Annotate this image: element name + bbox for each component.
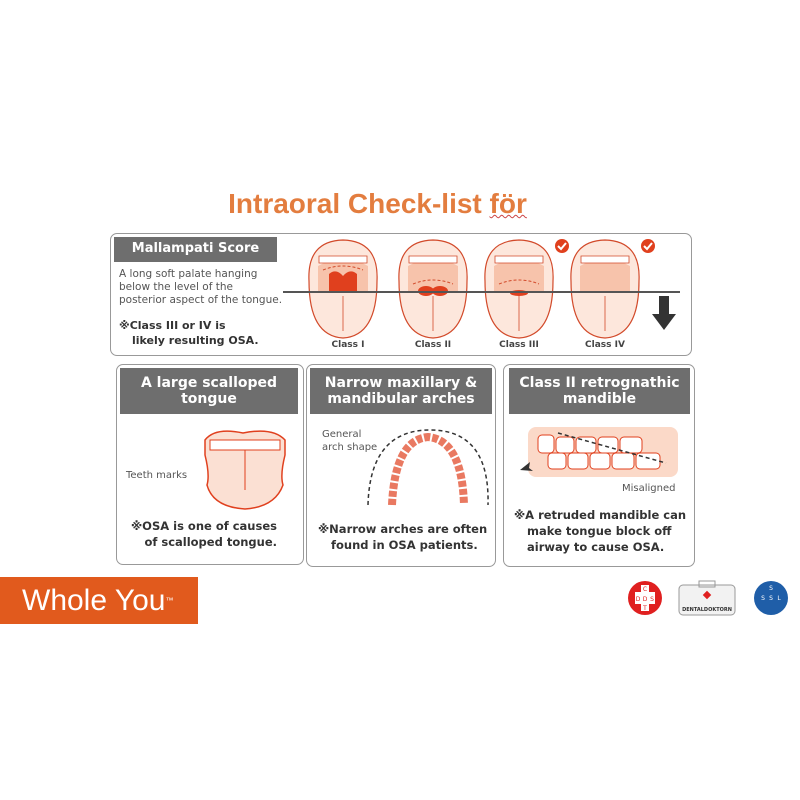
down-arrow-icon xyxy=(652,296,676,330)
badge-letter: S xyxy=(769,595,773,602)
badge-letter: C xyxy=(643,586,647,593)
class-label: Class I xyxy=(331,340,365,350)
page-title: Intraoral Check-list för xyxy=(228,188,527,219)
class-label: Class II xyxy=(414,340,452,350)
badge-letter: L xyxy=(777,595,781,602)
badge-letter: D xyxy=(636,596,641,603)
class-label: Class III xyxy=(499,340,539,350)
mouth-class-3 xyxy=(484,239,569,339)
mouth-class-1 xyxy=(308,239,378,339)
teeth-marks-callout: Teeth marks xyxy=(126,470,188,481)
mouth-class-4 xyxy=(570,239,655,339)
arrow-icon xyxy=(520,462,533,471)
arch-illustration xyxy=(367,429,489,506)
badge-letter: T xyxy=(642,605,647,612)
mallampati-header: Mallampati Score xyxy=(114,237,277,262)
dentaldoktorn-badge-icon: DENTALDOKTORN xyxy=(678,580,736,616)
badge-letter: D xyxy=(643,596,648,603)
cddst-badge-icon xyxy=(628,581,662,615)
misaligned-callout: Misaligned xyxy=(622,483,676,494)
scalloped-tongue-illustration xyxy=(204,430,286,510)
check-icon xyxy=(641,239,655,253)
jaw-illustration xyxy=(520,427,678,477)
arches-header: Narrow maxillary &mandibular arches xyxy=(310,368,492,414)
mallampati-illustration xyxy=(283,239,680,339)
badge-text: DENTALDOKTORN xyxy=(682,607,732,613)
badge-letter: S xyxy=(769,585,773,592)
mouth-class-2 xyxy=(398,239,468,339)
sssl-badge-icon xyxy=(754,581,788,615)
class-label: Class IV xyxy=(585,340,625,350)
badge-letter: S xyxy=(761,595,765,602)
badge-letter: S xyxy=(650,596,654,603)
check-icon xyxy=(555,239,569,253)
